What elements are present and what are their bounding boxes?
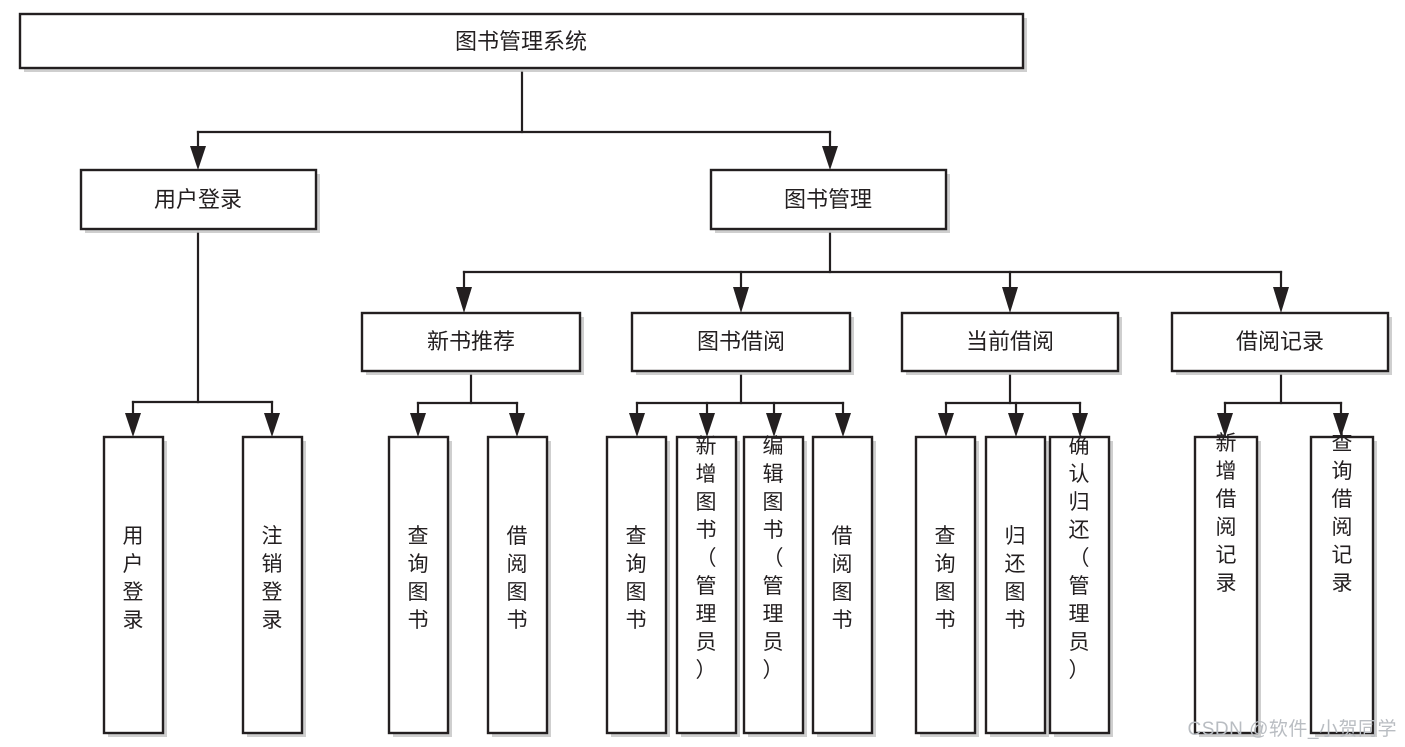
node-root-book-management-system[interactable]: 图书管理系统 <box>18 12 1027 72</box>
leaf-box <box>102 435 165 735</box>
leaf-label: 新增图书（管理员） <box>696 435 717 682</box>
root-node-label: 图书管理系统 <box>455 29 587 54</box>
leaf-node-bb-borrow-book[interactable]: 借阅图书 <box>811 435 876 737</box>
arrowhead-bb-leaf1 <box>629 413 645 437</box>
node-book-borrow[interactable]: 图书借阅 <box>630 311 854 375</box>
arrowhead-nbr-leaf1 <box>410 413 426 437</box>
leaf-node-cb-return-book[interactable]: 归还图书 <box>984 435 1049 737</box>
arrowhead-bb-leaf4 <box>835 413 851 437</box>
leaf-box <box>811 435 874 735</box>
leaf-box <box>742 435 805 735</box>
borrow-record-box <box>1170 311 1390 373</box>
leaf-box <box>605 435 668 735</box>
arrowhead-ul-leaf2 <box>264 413 280 437</box>
leaf-box <box>675 435 738 735</box>
leaf-node-bb-add-book-admin[interactable]: 新增图书（管理员） <box>675 435 740 737</box>
leaf-box <box>486 435 549 735</box>
arrowhead-nbr-leaf2 <box>509 413 525 437</box>
leaf-node-user-login-login[interactable]: 用户登录 <box>102 435 167 737</box>
leaf-node-br-query-record[interactable]: 查询借阅记录 <box>1309 432 1377 737</box>
leaf-box <box>1048 435 1111 735</box>
node-book-management[interactable]: 图书管理 <box>709 168 950 233</box>
root-node-box <box>18 12 1025 70</box>
arrowhead-br-leaf2 <box>1333 413 1349 437</box>
leaf-box <box>387 435 450 735</box>
arrowhead-book-manage <box>822 146 838 170</box>
current-borrow-label: 当前借阅 <box>966 329 1054 354</box>
leaf-label: 查询图书 <box>408 525 429 632</box>
leaf-label: 注销登录 <box>262 525 283 632</box>
arrowhead-borrow-record <box>1273 287 1289 313</box>
leaf-label: 确认归还（管理员） <box>1069 435 1090 682</box>
arrowhead-ul-leaf1 <box>125 413 141 437</box>
arrowhead-bb-leaf2 <box>699 413 715 437</box>
leaf-node-user-logout[interactable]: 注销登录 <box>241 435 306 737</box>
leaf-node-nbr-query-book[interactable]: 查询图书 <box>387 435 452 737</box>
node-user-login[interactable]: 用户登录 <box>79 168 320 233</box>
leaf-node-nbr-borrow-book[interactable]: 借阅图书 <box>486 435 551 737</box>
leaf-label: 编辑图书（管理员） <box>763 435 784 682</box>
leaf-node-bb-query-book[interactable]: 查询图书 <box>605 435 670 737</box>
book-borrow-label: 图书借阅 <box>697 329 785 354</box>
arrowhead-book-borrow <box>733 287 749 313</box>
arrowhead-cb-leaf3 <box>1072 413 1088 437</box>
borrow-record-label: 借阅记录 <box>1236 329 1324 354</box>
user-login-box <box>79 168 318 231</box>
new-book-recommend-box <box>360 311 582 373</box>
arrowhead-current-borrow <box>1002 287 1018 313</box>
connector-layer <box>125 70 1349 437</box>
leaf-box <box>1309 435 1375 735</box>
arrowhead-cb-leaf1 <box>938 413 954 437</box>
leaf-box <box>914 435 977 735</box>
leaf-node-cb-confirm-return-admin[interactable]: 确认归还（管理员） <box>1048 435 1113 737</box>
leaf-label: 查询借阅记录 <box>1332 432 1353 595</box>
book-management-label: 图书管理 <box>784 187 872 212</box>
arrowhead-cb-leaf2 <box>1008 413 1024 437</box>
leaf-box <box>241 435 304 735</box>
arrowhead-user-login <box>190 146 206 170</box>
leaf-label: 借阅图书 <box>507 525 528 632</box>
arrowhead-new-book <box>456 287 472 313</box>
node-borrow-record[interactable]: 借阅记录 <box>1170 311 1392 375</box>
leaf-node-bb-edit-book-admin[interactable]: 编辑图书（管理员） <box>742 435 807 737</box>
arrowhead-br-leaf1 <box>1217 413 1233 437</box>
book-borrow-box <box>630 311 852 373</box>
leaf-node-br-add-record[interactable]: 新增借阅记录 <box>1193 432 1261 737</box>
user-login-label: 用户登录 <box>154 187 242 212</box>
leaf-box <box>984 435 1047 735</box>
leaf-label: 新增借阅记录 <box>1216 432 1237 595</box>
leaf-label: 归还图书 <box>1005 525 1026 632</box>
leaf-label: 用户登录 <box>123 525 144 632</box>
node-new-book-recommend[interactable]: 新书推荐 <box>360 311 584 375</box>
csdn-watermark: CSDN @软件_小贺同学 <box>1187 719 1397 740</box>
arrowhead-bb-leaf3 <box>766 413 782 437</box>
book-management-box <box>709 168 948 231</box>
current-borrow-box <box>900 311 1120 373</box>
leaf-label: 借阅图书 <box>832 525 853 632</box>
leaf-label: 查询图书 <box>626 525 647 632</box>
leaf-label: 查询图书 <box>935 525 956 632</box>
node-current-borrow[interactable]: 当前借阅 <box>900 311 1122 375</box>
new-book-recommend-label: 新书推荐 <box>427 329 515 354</box>
leaf-node-cb-query-book[interactable]: 查询图书 <box>914 435 979 737</box>
leaf-box <box>1193 435 1259 735</box>
